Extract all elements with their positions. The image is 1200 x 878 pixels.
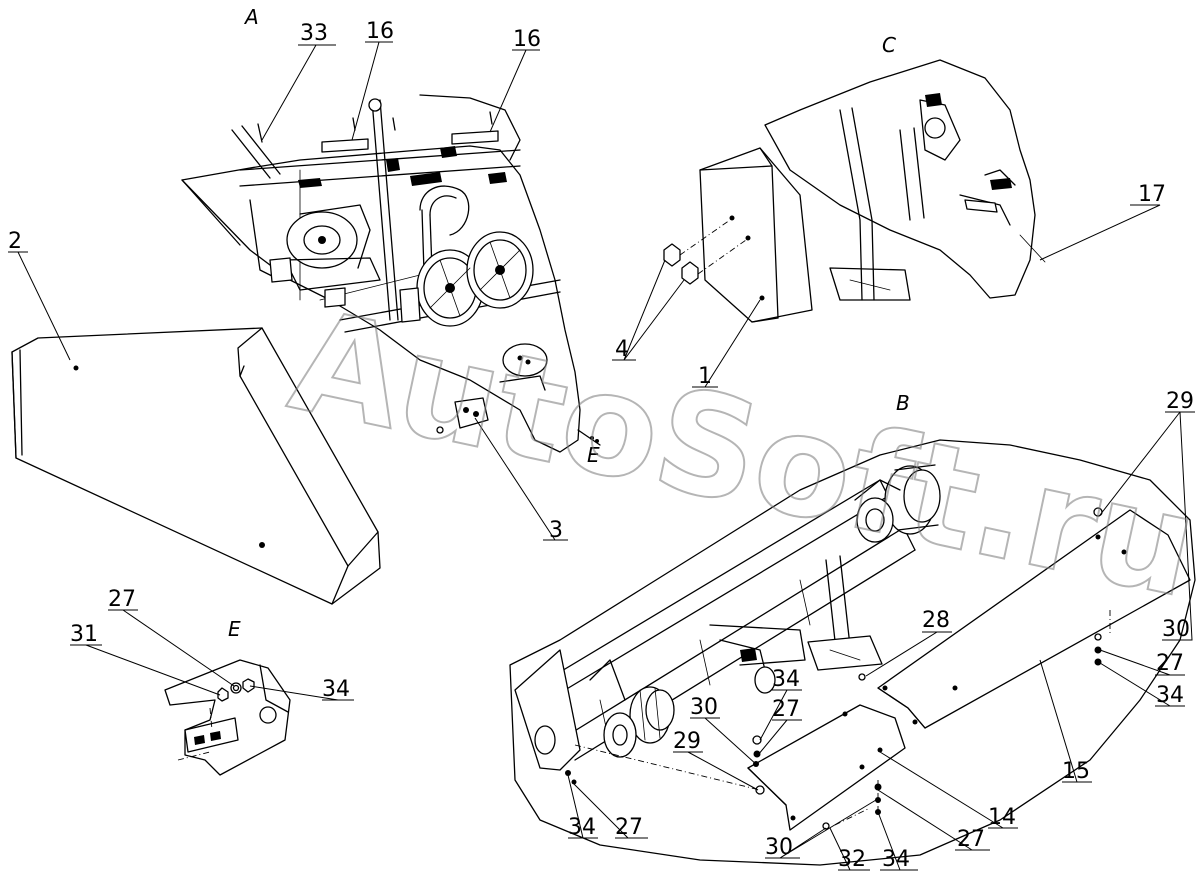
view-c-cover-assembly <box>663 59 1046 323</box>
callout-28: 28 <box>922 608 950 633</box>
callout-34: 34 <box>882 847 910 872</box>
callout-29: 29 <box>673 729 701 754</box>
view-label-b: B <box>896 391 910 415</box>
callout-27: 27 <box>1156 651 1184 676</box>
callout-27: 27 <box>957 827 985 852</box>
callout-30: 30 <box>1162 617 1190 642</box>
view-marker-e-small: E <box>587 443 600 467</box>
callout-34: 34 <box>322 677 350 702</box>
callout-1: 1 <box>698 364 712 389</box>
callout-4: 4 <box>615 337 629 362</box>
callout-32: 32 <box>838 847 866 872</box>
callout-33: 33 <box>300 21 328 46</box>
view-a-drive-assembly <box>181 94 601 453</box>
callout-2: 2 <box>8 229 22 254</box>
callout-16: 16 <box>513 27 541 52</box>
callout-14: 14 <box>988 805 1016 830</box>
view-label-a: A <box>243 5 259 29</box>
view-label-c: C <box>882 33 896 57</box>
callout-30: 30 <box>690 695 718 720</box>
callout-15: 15 <box>1062 759 1090 784</box>
callout-31: 31 <box>70 622 98 647</box>
callout-34: 34 <box>1156 683 1184 708</box>
view-b-frame-assembly <box>509 439 1196 866</box>
callout-29: 29 <box>1166 389 1194 414</box>
callout-27: 27 <box>772 697 800 722</box>
callout-34: 34 <box>568 815 596 840</box>
view-e-detail <box>164 659 291 776</box>
side-cover-part-2 <box>11 327 381 605</box>
leader-lines <box>8 41 1195 871</box>
callout-16: 16 <box>366 19 394 44</box>
callout-34: 34 <box>772 667 800 692</box>
callout-17: 17 <box>1138 182 1166 207</box>
callout-30: 30 <box>765 835 793 860</box>
view-label-e: E <box>228 617 241 641</box>
callout-3: 3 <box>549 518 563 543</box>
callout-27: 27 <box>108 587 136 612</box>
callout-27: 27 <box>615 815 643 840</box>
